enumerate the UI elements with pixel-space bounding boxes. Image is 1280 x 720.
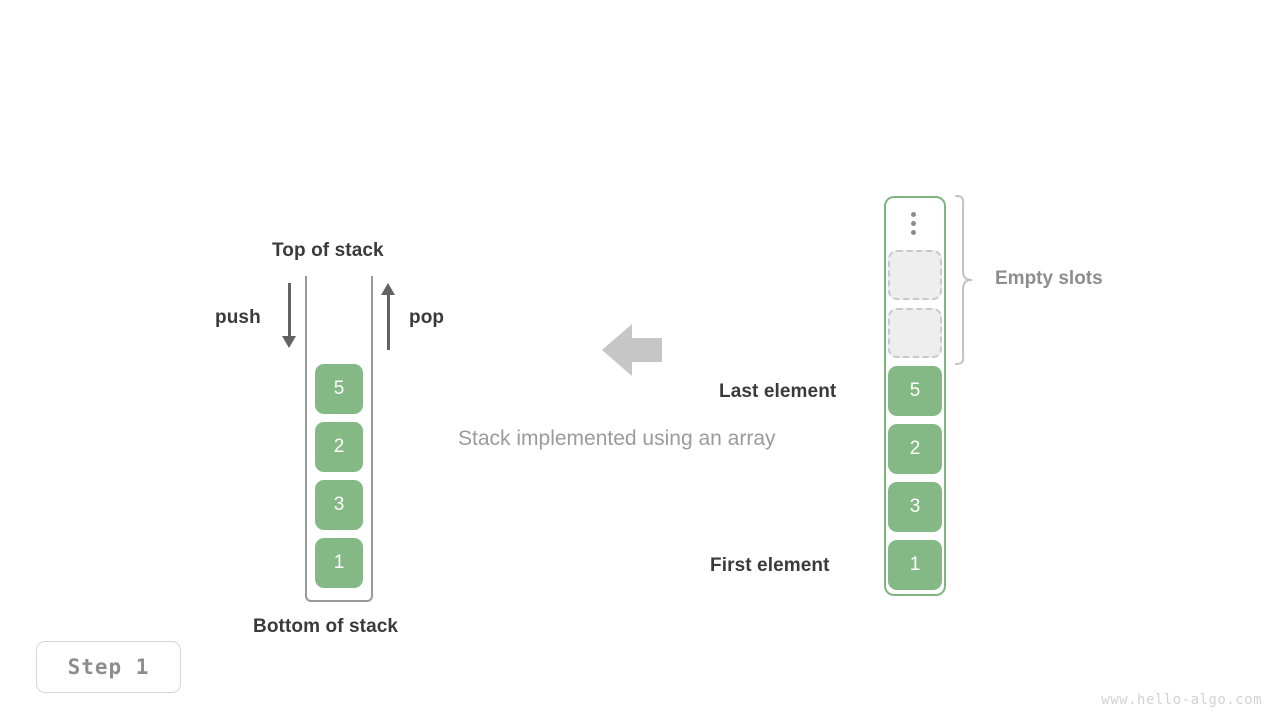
vertical-ellipsis-icon	[909, 212, 917, 235]
push-arrow-shaft	[288, 283, 291, 338]
watermark: www.hello-algo.com	[1101, 692, 1262, 708]
pop-arrow-shaft	[387, 295, 390, 350]
stack-cell: 2	[315, 422, 363, 472]
array-cell: 3	[888, 482, 942, 532]
pop-label: pop	[409, 307, 445, 328]
empty-slot	[888, 308, 942, 358]
stack-cell: 5	[315, 364, 363, 414]
push-arrow-head	[282, 336, 296, 348]
stack-cell: 3	[315, 480, 363, 530]
array-cell: 2	[888, 424, 942, 474]
array-cell: 1	[888, 540, 942, 590]
stack-container: 5 2 3 1	[305, 276, 373, 602]
bottom-of-stack-label: Bottom of stack	[253, 616, 399, 637]
step-badge-label: Step 1	[67, 655, 150, 679]
first-element-label: First element	[710, 555, 830, 576]
push-label: push	[215, 307, 261, 328]
empty-slot	[888, 250, 942, 300]
array-cell: 5	[888, 366, 942, 416]
empty-slots-brace	[955, 195, 973, 365]
left-pointing-arrow-icon	[602, 324, 662, 376]
array-container: 5 2 3 1	[884, 196, 946, 596]
stack-cell: 1	[315, 538, 363, 588]
diagram-caption: Stack implemented using an array	[458, 427, 776, 450]
step-badge: Step 1	[36, 641, 181, 693]
empty-slots-label: Empty slots	[995, 268, 1103, 289]
last-element-label: Last element	[719, 381, 837, 402]
pop-arrow-head	[381, 283, 395, 295]
top-of-stack-label: Top of stack	[272, 240, 384, 261]
